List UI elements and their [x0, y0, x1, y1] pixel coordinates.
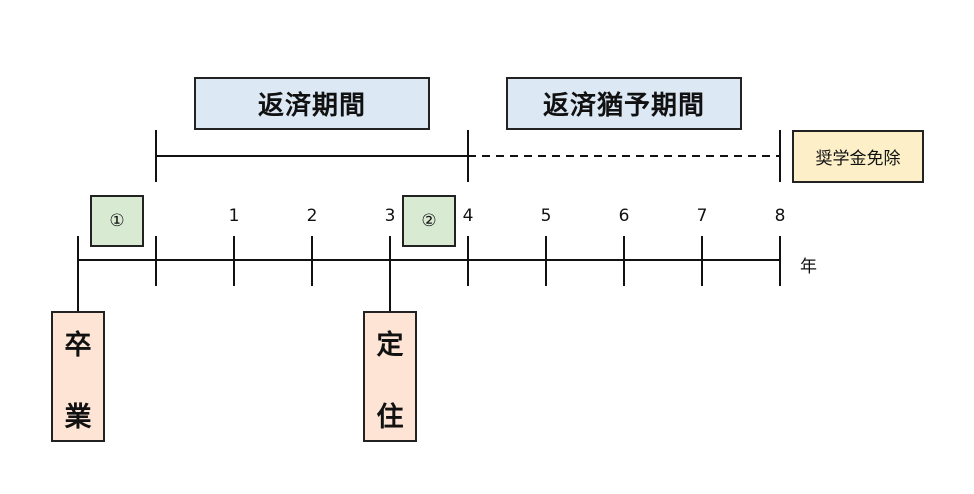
exemption-label: 奨学金免除: [815, 149, 901, 169]
deferral-period-box: 返済猶予期間: [506, 77, 742, 130]
tick-label-7: 7: [696, 206, 708, 226]
tick-label-3: 3: [384, 206, 396, 226]
marker-first-label: ①: [109, 211, 125, 231]
tick-label-5: 5: [540, 206, 552, 226]
tick-label-4: 4: [462, 206, 474, 226]
graduation-char-1: 卒: [64, 330, 92, 361]
deferral-period-label: 返済猶予期間: [542, 91, 705, 121]
axis-unit-label: 年: [800, 257, 817, 277]
tick-label-1: 1: [228, 206, 240, 226]
settlement-event-box: 定 住: [363, 311, 417, 442]
tick-label-8: 8: [774, 206, 786, 226]
marker-first: ①: [90, 195, 144, 247]
repayment-period-label: 返済期間: [257, 91, 366, 121]
marker-second: ②: [402, 195, 456, 247]
tick-label-2: 2: [306, 206, 318, 226]
exemption-box: 奨学金免除: [792, 130, 924, 183]
settlement-char-2: 住: [376, 402, 404, 433]
graduation-char-2: 業: [64, 402, 92, 433]
graduation-event-box: 卒 業: [51, 311, 105, 442]
marker-second-label: ②: [421, 211, 437, 231]
repayment-period-box: 返済期間: [194, 77, 430, 130]
settlement-char-1: 定: [376, 330, 404, 361]
tick-label-6: 6: [618, 206, 630, 226]
